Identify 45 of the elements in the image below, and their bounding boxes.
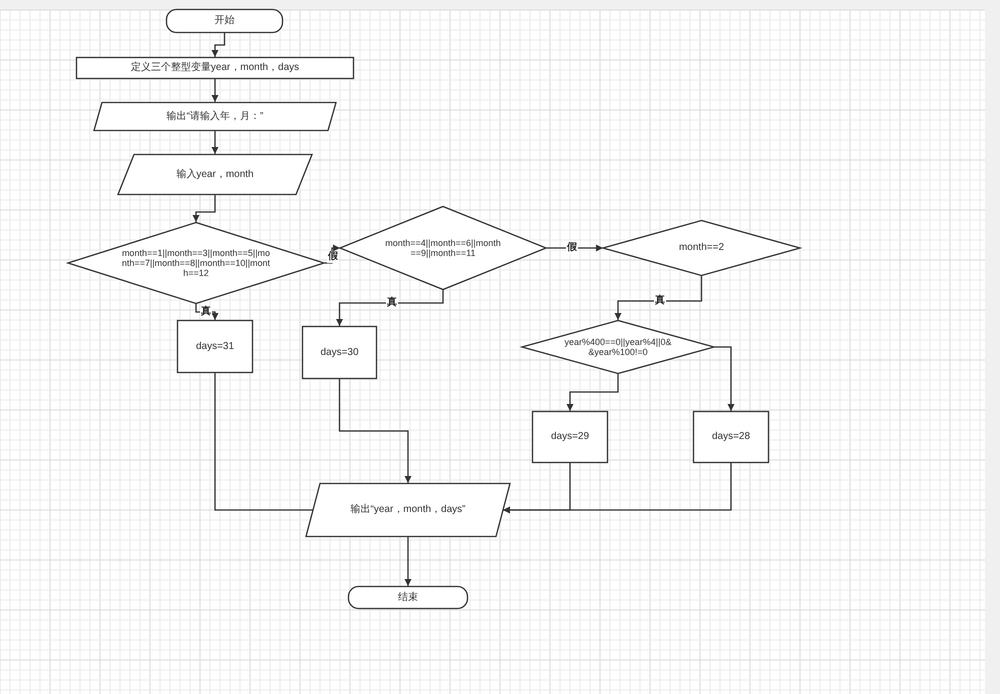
arrow — [714, 346, 734, 411]
edge-label: 假 — [566, 242, 578, 254]
node-text: month==4||month==6||month==9||month==11 — [384, 238, 502, 258]
io-parallelogram — [306, 483, 510, 537]
arrow — [212, 79, 218, 102]
arrow — [566, 374, 619, 411]
node-text: 定义三个整型变量year，month，days — [130, 62, 300, 74]
node-text: 开始 — [214, 15, 234, 27]
arrow — [336, 290, 444, 326]
node-text: days=30 — [320, 346, 359, 358]
io-parallelogram — [94, 102, 336, 131]
node-text: days=29 — [550, 431, 590, 443]
arrow — [212, 131, 218, 154]
process-box — [693, 411, 769, 463]
decision-diamond — [603, 220, 800, 276]
decision-diamond — [68, 222, 324, 304]
arrow — [503, 463, 732, 514]
arrow — [404, 537, 412, 586]
terminal-box — [166, 9, 283, 33]
edge-label: 假 — [327, 251, 339, 263]
node-text: month==1||month==3||month==5||month==7||month==8||month==10||month==12 — [120, 248, 272, 278]
process-box — [177, 320, 253, 373]
process-box — [302, 326, 377, 379]
decision-diamond — [522, 320, 714, 374]
node-text: 结束 — [398, 592, 418, 604]
process-box — [532, 411, 608, 463]
arrow — [338, 379, 412, 483]
node-text: days=28 — [712, 431, 750, 443]
node-text: year%400==0||year%4||0&&year%100!=0 — [564, 337, 672, 357]
decision-diamond — [340, 206, 546, 290]
arrow — [212, 33, 226, 57]
node-text: 输入year，month — [176, 168, 254, 180]
node-text: 输出“year，month，days” — [350, 504, 466, 516]
terminal-box — [348, 586, 468, 609]
edge-label: 真 — [654, 295, 666, 307]
node-text: month==2 — [678, 242, 724, 254]
process-box — [76, 57, 354, 79]
io-parallelogram — [118, 154, 312, 195]
node-text: 输出“请输入年，月：” — [166, 110, 264, 122]
edge-label: 真 — [386, 297, 398, 309]
arrow — [192, 195, 216, 222]
node-text: days=31 — [196, 340, 234, 352]
connector-line — [214, 373, 313, 511]
edge-label: 真 — [200, 306, 212, 318]
arrow — [614, 276, 702, 320]
